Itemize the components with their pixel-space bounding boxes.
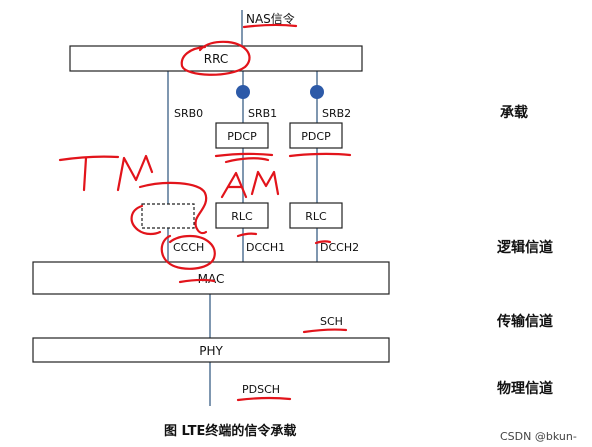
rlc-label-srb2: RLC — [305, 210, 327, 223]
rrc-layer-box — [69, 45, 363, 72]
csdn-watermark: CSDN @bkun- — [500, 430, 577, 443]
ccch-label: CCCH — [173, 241, 204, 254]
pdcp-box-srb2 — [289, 122, 343, 149]
srb0-label: SRB0 — [174, 107, 203, 120]
nas-signaling-label: NAS信令 — [246, 11, 295, 26]
mac-layer-box — [32, 261, 390, 295]
sch-underline-ink — [302, 328, 348, 334]
dcch2-label: DCCH2 — [320, 241, 359, 254]
am-underline-ink — [224, 157, 270, 164]
rrc-label: RRC — [204, 52, 228, 66]
srb1-label: SRB1 — [248, 107, 277, 120]
phy-label: PHY — [199, 344, 223, 358]
pdsch-label: PDSCH — [242, 383, 280, 396]
dcch2-underline-ink — [314, 240, 332, 245]
pdcp-box-srb1 — [215, 122, 269, 149]
sch-label: SCH — [320, 315, 343, 328]
logical-channel-side-label: 逻辑信道 — [497, 239, 553, 256]
am-annotation-ink — [220, 170, 280, 199]
nas-underline-ink — [242, 23, 298, 29]
pdcp-underline-srb1-ink — [214, 152, 274, 158]
transport-channel-side-label: 传输信道 — [496, 313, 553, 330]
physical-channel-side-label: 物理信道 — [497, 380, 553, 397]
srb2-label: SRB2 — [322, 107, 351, 120]
rlc-label-srb1: RLC — [231, 210, 253, 223]
rrc-circle-ink — [180, 40, 251, 76]
pdcp-underline-srb2-ink — [288, 152, 352, 158]
tm-dashed-box — [141, 203, 195, 229]
mac-underline-ink — [178, 278, 216, 284]
dcch1-underline-ink — [236, 232, 258, 238]
rlc-box-srb2 — [289, 202, 343, 229]
pdcp-label-srb1: PDCP — [227, 130, 257, 143]
dcch1-label: DCCH1 — [246, 241, 285, 254]
srb1-dot — [236, 85, 250, 99]
bearer-side-label: 承载 — [500, 104, 528, 121]
mac-label: MAC — [198, 272, 225, 286]
tm-hook-ink — [138, 181, 208, 235]
phy-layer-box — [32, 337, 390, 363]
pdsch-underline-ink — [236, 396, 292, 402]
ccch-circle-ink — [160, 234, 216, 270]
pdcp-label-srb2: PDCP — [301, 130, 331, 143]
figure-caption: 图 LTE终端的信令承载 — [164, 423, 296, 439]
tm-annotation-ink — [58, 154, 154, 192]
rlc-box-srb1 — [215, 202, 269, 229]
srb2-dot — [310, 85, 324, 99]
tm-bracket-ink — [130, 204, 162, 236]
